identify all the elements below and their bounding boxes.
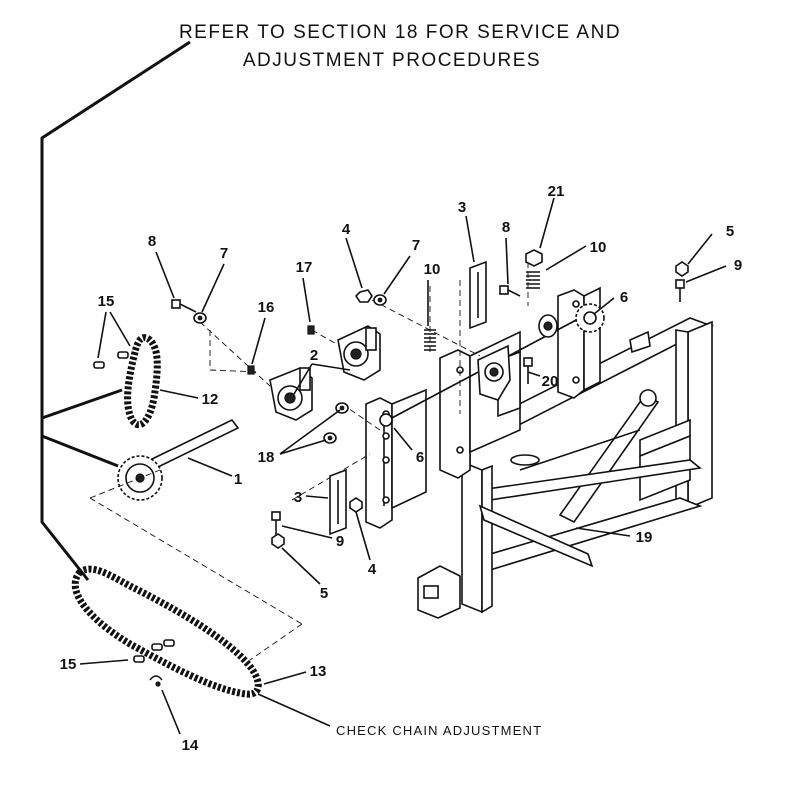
adjuster-bracket-3-top: [469, 260, 487, 330]
callout-4-top: 4: [342, 221, 351, 238]
heading-line-1: REFER TO SECTION 18 FOR SERVICE AND: [179, 22, 621, 43]
callout-7-top: 7: [412, 237, 420, 254]
callout-14: 14: [182, 737, 199, 754]
callout-21: 21: [548, 183, 565, 200]
bolt-9-right: [675, 279, 685, 302]
callout-20: 20: [542, 373, 559, 390]
nut-4-bottom: [349, 497, 363, 513]
drive-shaft-1: [117, 418, 240, 501]
spring-10-left: [424, 329, 436, 351]
washer-7-left: [193, 312, 207, 324]
callout-16: 16: [258, 299, 275, 316]
callout-3-bottom: 3: [294, 489, 302, 506]
callout-4-bottom: 4: [368, 561, 377, 578]
callout-17: 17: [296, 259, 313, 276]
callout-6-left: 6: [416, 449, 424, 466]
callout-5-right: 5: [726, 223, 734, 240]
callout-15-upper: 15: [98, 293, 115, 310]
callout-9-right: 9: [734, 257, 742, 274]
callout-15-lower: 15: [60, 656, 77, 673]
callout-2: 2: [310, 347, 318, 364]
roller-chain-13: [71, 565, 262, 698]
washer-7-top: [373, 294, 387, 306]
adjuster-bracket-3-bottom: [329, 468, 347, 536]
nut-5-right: [675, 261, 689, 277]
assembly-center-lines: [89, 262, 529, 661]
frame-bearing-block: [477, 344, 511, 401]
left-side-plate: [365, 388, 427, 529]
callout-6-right: 6: [620, 289, 628, 306]
pillow-block-rear: [337, 325, 381, 381]
bolt-8-right: [499, 285, 521, 297]
spring-10-right: [526, 271, 540, 289]
callout-5-bottom: 5: [320, 585, 328, 602]
callout-3-top: 3: [458, 199, 466, 216]
nut-21: [525, 249, 543, 267]
callout-12: 12: [202, 391, 219, 408]
callout-13: 13: [310, 663, 327, 680]
leader-lines: [79, 197, 727, 735]
check-chain-note: CHECK CHAIN ADJUSTMENT: [336, 723, 542, 738]
callout-8-left: 8: [148, 233, 156, 250]
callout-7-left: 7: [220, 245, 228, 262]
callout-18: 18: [258, 449, 275, 466]
grease-fitting-17: [307, 325, 315, 335]
callout-8-right: 8: [502, 219, 510, 236]
callout-10-left: 10: [424, 261, 441, 278]
nut-4-top: [354, 289, 373, 303]
callout-19: 19: [636, 529, 653, 546]
roller-chain-12: [124, 334, 161, 429]
bolt-9-bottom: [271, 511, 281, 536]
bolt-20: [523, 357, 533, 384]
callout-1: 1: [234, 471, 242, 488]
washers-18: [323, 402, 349, 444]
assembly-bracket-line: [40, 40, 191, 581]
spring-clip-14: [149, 675, 163, 687]
connecting-link-15-lower: [133, 639, 175, 663]
callout-10-right: 10: [590, 239, 607, 256]
set-screw-16: [247, 365, 255, 375]
heading-line-2: ADJUSTMENT PROCEDURES: [243, 50, 541, 71]
connecting-link-15-upper: [93, 351, 129, 369]
bolt-8-left: [171, 299, 197, 313]
callout-9-bottom: 9: [336, 533, 344, 550]
nut-5-bottom: [271, 533, 285, 549]
